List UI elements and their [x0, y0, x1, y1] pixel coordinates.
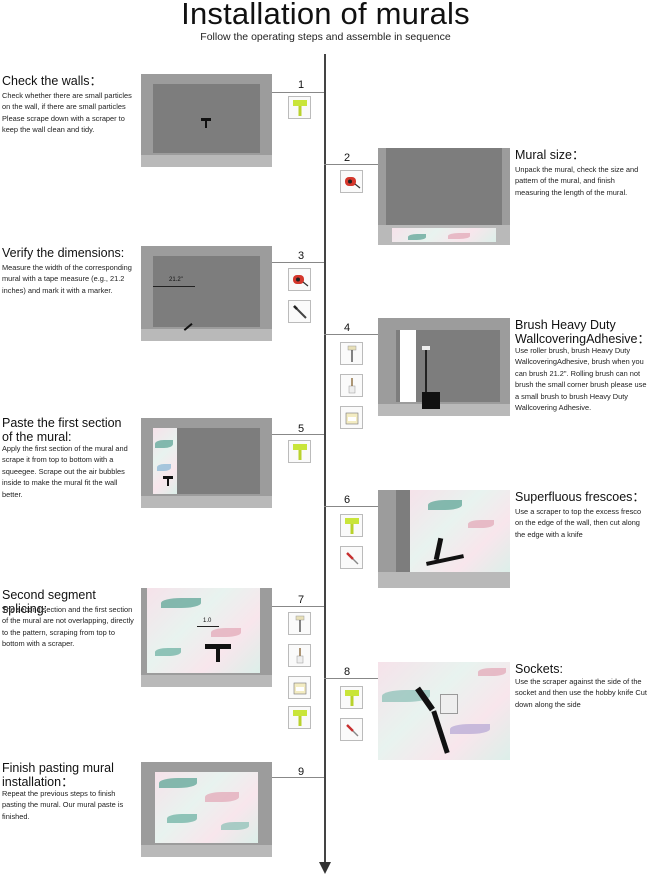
step-3-description: Measure the width of the corresponding m… — [2, 263, 132, 295]
step-3-connector — [272, 262, 324, 263]
step-1-number: 1 — [298, 79, 305, 91]
tape-measure-icon — [288, 268, 311, 291]
step-9-connector — [272, 777, 324, 778]
roller-brush-icon — [422, 346, 430, 350]
step-6-description: Use a scraper to top the excess fresco o… — [515, 507, 642, 539]
tape-measure-icon — [340, 170, 363, 193]
step-6-heading: Superfluous frescoes： — [515, 490, 645, 504]
step-1-connector — [272, 92, 324, 93]
roller-brush-icon — [340, 342, 363, 365]
timeline-arrow-icon — [319, 862, 331, 874]
small-brush-icon — [340, 374, 363, 397]
scraper-icon — [163, 476, 173, 479]
step-4-image — [378, 318, 510, 416]
step-5-number: 5 — [298, 423, 305, 435]
socket-icon — [440, 694, 458, 714]
step-6-number: 6 — [344, 494, 351, 506]
step-1-heading: Check the walls： — [2, 74, 103, 88]
timeline-axis — [324, 54, 326, 866]
step-6-image — [378, 490, 510, 588]
step-2-connector — [324, 164, 378, 165]
step-2-image — [378, 148, 510, 245]
step-9-description: Repeat the previous steps to finish past… — [2, 789, 124, 821]
step-9-number: 9 — [298, 766, 305, 778]
knife-icon — [431, 710, 450, 754]
step-7-number: 7 — [298, 594, 305, 606]
page-title: Installation of murals — [181, 0, 470, 31]
knife-icon — [340, 546, 363, 569]
scraper-icon — [288, 440, 311, 463]
step-6-connector — [324, 506, 378, 507]
scraper-icon — [205, 644, 231, 649]
knife-icon — [340, 718, 363, 741]
step-4-connector — [324, 334, 378, 335]
step-5-heading: Paste the first section of the mural: — [2, 416, 122, 444]
scraper-icon — [288, 706, 311, 729]
step-2-number: 2 — [344, 152, 351, 164]
step-8-description: Use the scraper against the side of the … — [515, 677, 647, 709]
step-5-connector — [272, 434, 324, 435]
roller-brush-icon — [288, 612, 311, 635]
step-7-heading: Second segment splicing: — [2, 588, 96, 616]
step-4-heading: Brush Heavy Duty WallcoveringAdhesive： — [515, 318, 651, 346]
adhesive-bucket-icon — [288, 676, 311, 699]
step-4-number: 4 — [344, 322, 351, 334]
step-8-image — [378, 662, 510, 760]
bucket-icon — [422, 392, 440, 409]
overlap-label: 1.0 — [203, 618, 212, 624]
small-brush-icon — [288, 644, 311, 667]
step-7-connector — [272, 606, 324, 607]
page-subtitle: Follow the operating steps and assemble … — [200, 31, 451, 43]
measure-line — [153, 286, 195, 287]
scraper-icon — [340, 686, 363, 709]
step-3-heading: Verify the dimensions: — [2, 246, 125, 260]
step-9-heading: Finish pasting mural installation： — [2, 761, 114, 789]
scraper-icon — [340, 514, 363, 537]
scraper-icon — [201, 118, 211, 121]
step-5-image — [141, 418, 272, 508]
step-8-number: 8 — [344, 666, 351, 678]
scraper-icon — [288, 96, 311, 119]
step-2-heading: Mural size： — [515, 148, 585, 162]
step-8-connector — [324, 678, 378, 679]
marker-icon — [288, 300, 311, 323]
step-7-description: The second section and the first section… — [2, 605, 134, 649]
step-1-description: Check whether there are small particles … — [2, 91, 132, 135]
step-7-image: 1.0 — [141, 588, 272, 687]
adhesive-bucket-icon — [340, 406, 363, 429]
step-2-description: Unpack the mural, check the size and pat… — [515, 165, 639, 197]
step-1-image — [141, 74, 272, 167]
step-4-description: Use roller brush, brush Heavy Duty Wallc… — [515, 346, 647, 413]
step-5-description: Apply the first section of the mural and… — [2, 444, 128, 499]
step-3-image: 21.2" — [141, 246, 272, 341]
step-9-image — [141, 762, 272, 857]
step-3-number: 3 — [298, 250, 305, 262]
step-8-heading: Sockets: — [515, 662, 563, 676]
measure-label: 21.2" — [169, 277, 183, 283]
